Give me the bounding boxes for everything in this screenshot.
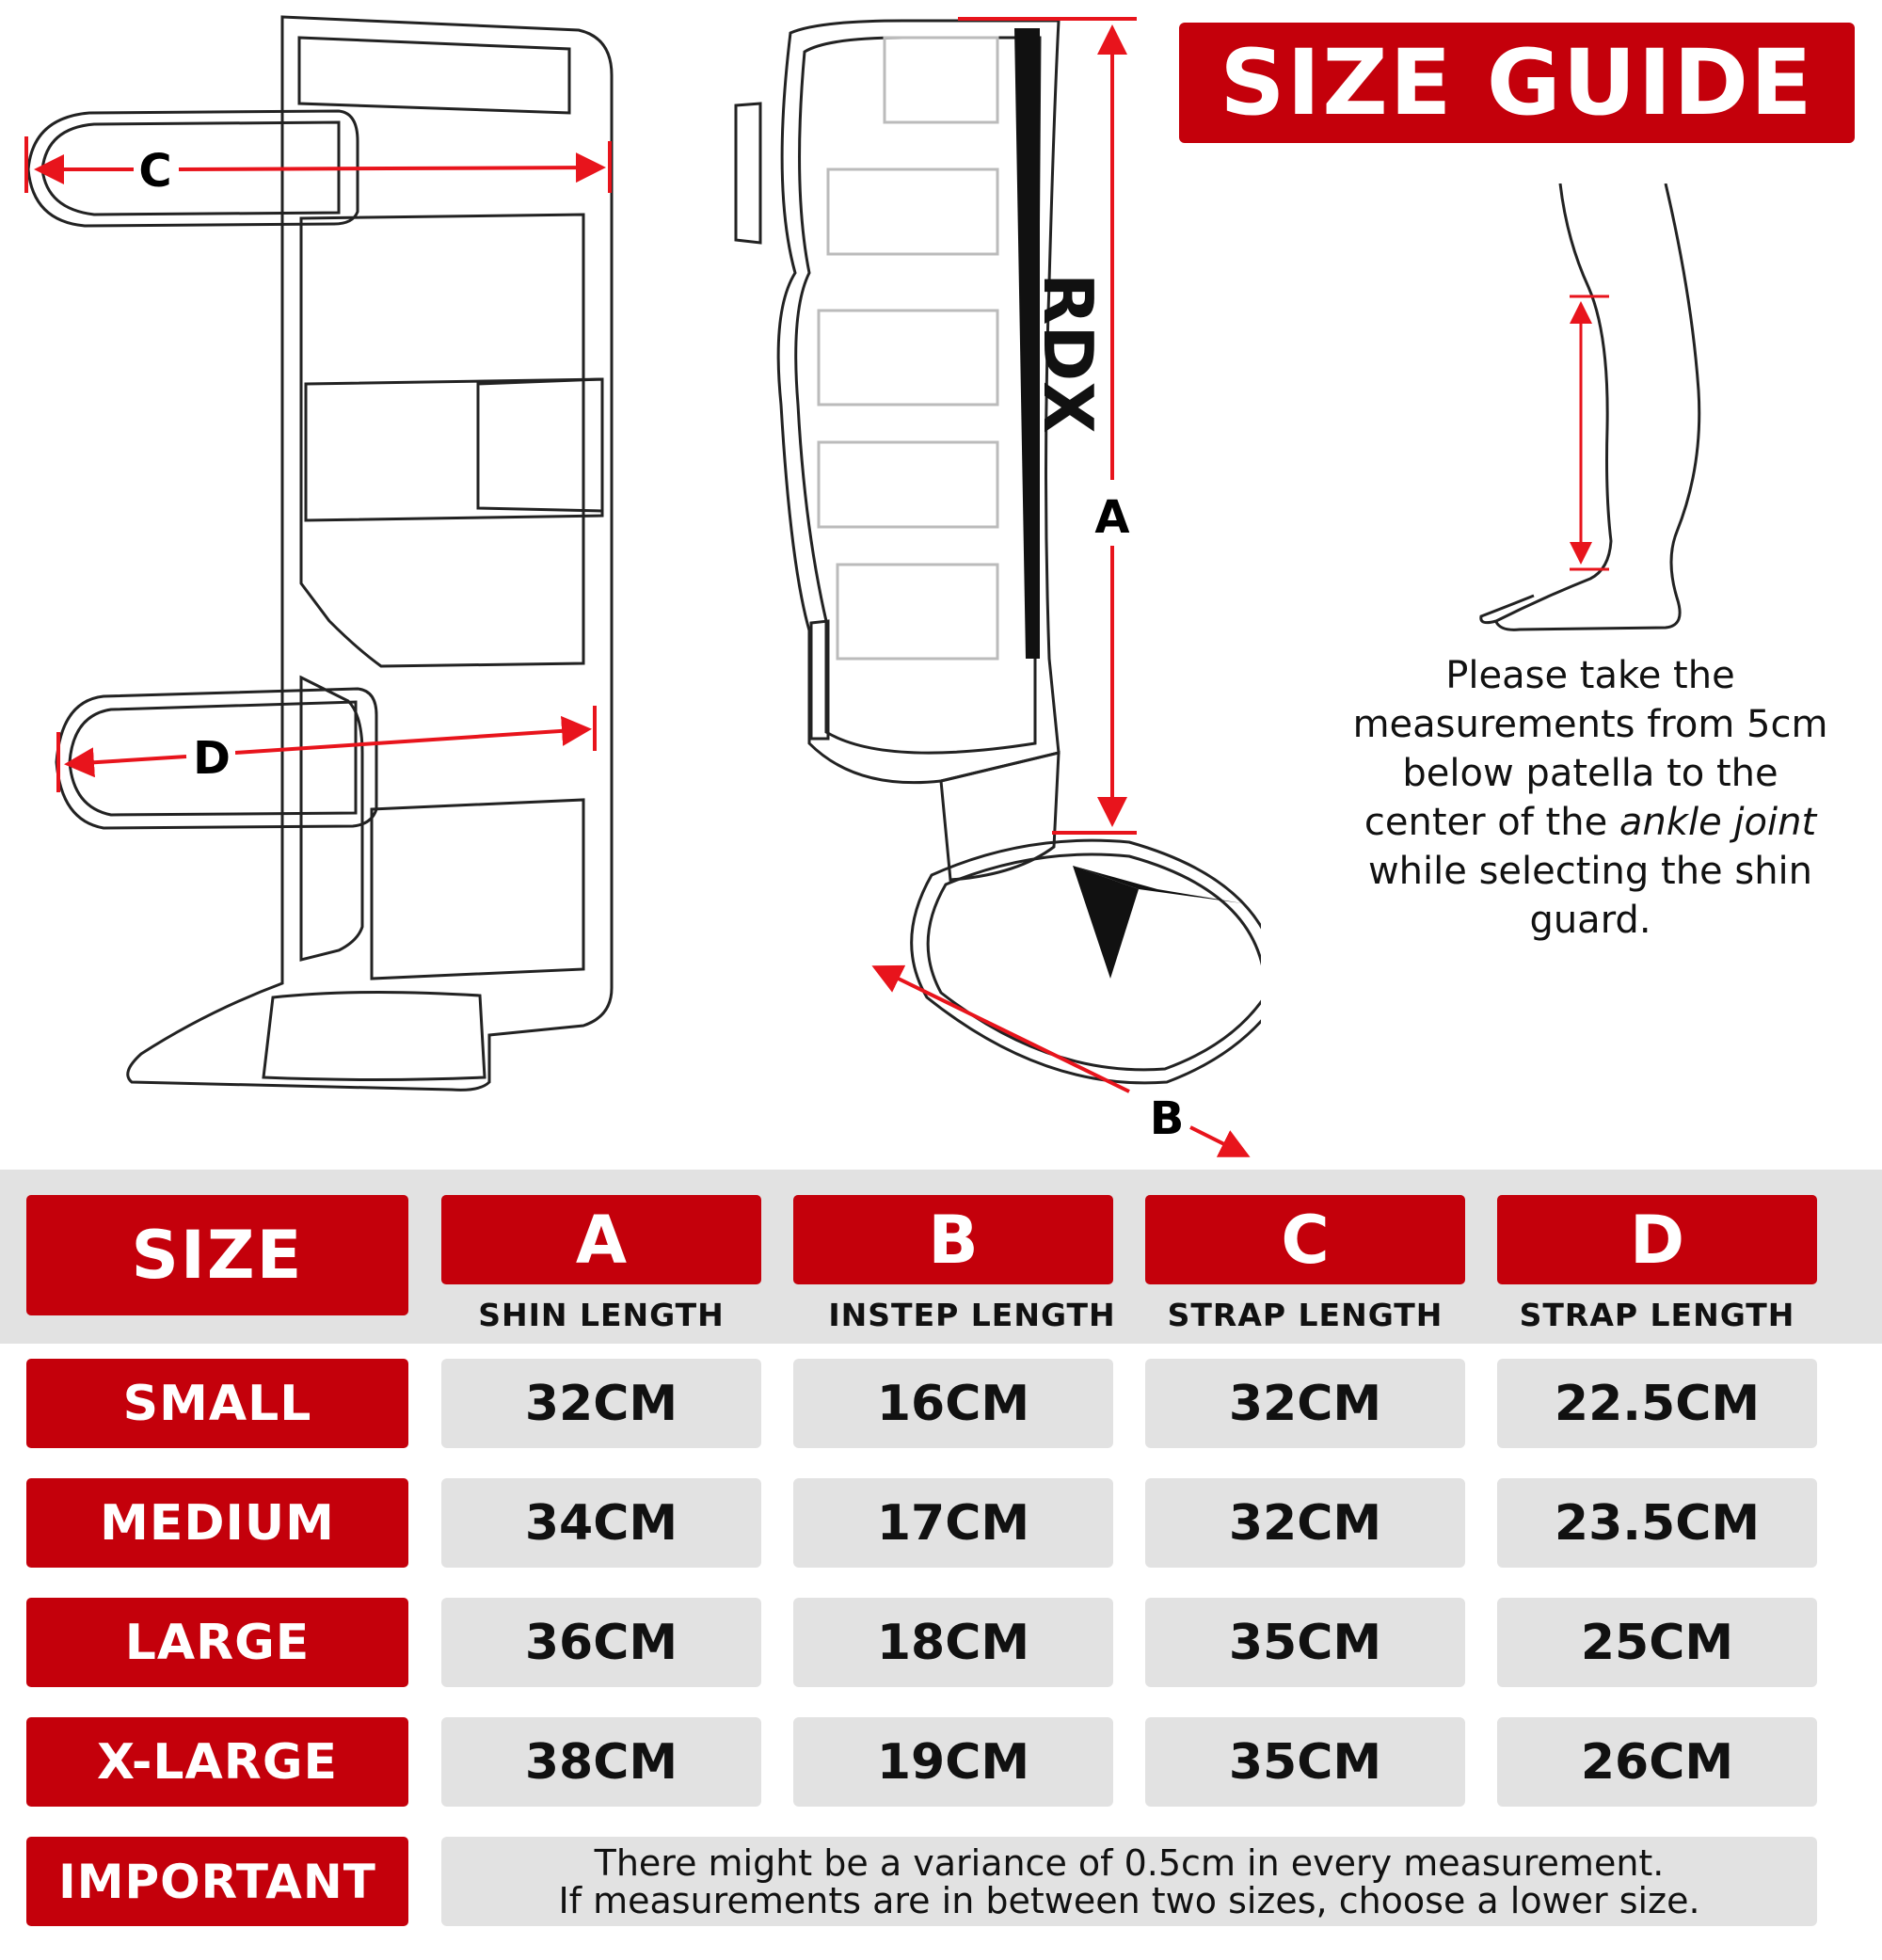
table-cell: 32CM <box>1145 1359 1465 1448</box>
important-note: There might be a variance of 0.5cm in ev… <box>441 1837 1817 1926</box>
column-b-letter: B <box>793 1195 1113 1284</box>
important-line-1: There might be a variance of 0.5cm in ev… <box>594 1841 1665 1884</box>
column-d-label: STRAP LENGTH <box>1519 1297 1795 1333</box>
table-cell: 26CM <box>1497 1717 1817 1807</box>
label-c: C <box>138 145 171 198</box>
important-line-2: If measurements are in between two sizes… <box>558 1879 1700 1921</box>
table-cell: 38CM <box>441 1717 761 1807</box>
table-cell: 36CM <box>441 1598 761 1687</box>
table-cell: 32CM <box>1145 1478 1465 1568</box>
size-column-header: SIZE <box>26 1195 408 1315</box>
row-label-medium: MEDIUM <box>26 1478 408 1568</box>
table-cell: 22.5CM <box>1497 1359 1817 1448</box>
row-label-large: LARGE <box>26 1598 408 1687</box>
instruction-emphasis: ankle joint <box>1619 801 1817 844</box>
column-a-letter: A <box>441 1195 761 1284</box>
instruction-text-end: while selecting the shin guard. <box>1367 850 1813 942</box>
table-cell: 23.5CM <box>1497 1478 1817 1568</box>
foot-logo-icon <box>1073 866 1139 979</box>
shin-guard-side-illustration: RDX A B <box>734 17 1261 1157</box>
table-cell: 35CM <box>1145 1598 1465 1687</box>
column-a-label: SHIN LENGTH <box>478 1297 725 1333</box>
label-a: A <box>1094 491 1129 544</box>
size-guide-title: SIZE GUIDE <box>1179 23 1855 143</box>
measurement-instruction: Please take the measurements from 5cm be… <box>1346 651 1835 945</box>
shin-guard-back-illustration: C D <box>24 15 614 1092</box>
table-cell: 25CM <box>1497 1598 1817 1687</box>
table-cell: 19CM <box>793 1717 1113 1807</box>
brand-mark-text: RDX <box>1029 273 1108 434</box>
table-cell: 16CM <box>793 1359 1113 1448</box>
table-cell: 34CM <box>441 1478 761 1568</box>
table-cell: 35CM <box>1145 1717 1465 1807</box>
label-d: D <box>193 732 231 785</box>
column-c-label: STRAP LENGTH <box>1167 1297 1443 1333</box>
table-cell: 32CM <box>441 1359 761 1448</box>
column-c-letter: C <box>1145 1195 1465 1284</box>
leg-measurement-illustration <box>1479 183 1701 631</box>
column-d-letter: D <box>1497 1195 1817 1284</box>
table-cell: 17CM <box>793 1478 1113 1568</box>
label-b: B <box>1150 1092 1185 1145</box>
row-label-x-large: X-LARGE <box>26 1717 408 1807</box>
instruction-text-start: Please take the measurements from 5cm be… <box>1352 654 1828 844</box>
important-label: IMPORTANT <box>26 1837 408 1926</box>
row-label-small: SMALL <box>26 1359 408 1448</box>
column-b-label: INSTEP LENGTH <box>828 1297 1116 1333</box>
table-cell: 18CM <box>793 1598 1113 1687</box>
